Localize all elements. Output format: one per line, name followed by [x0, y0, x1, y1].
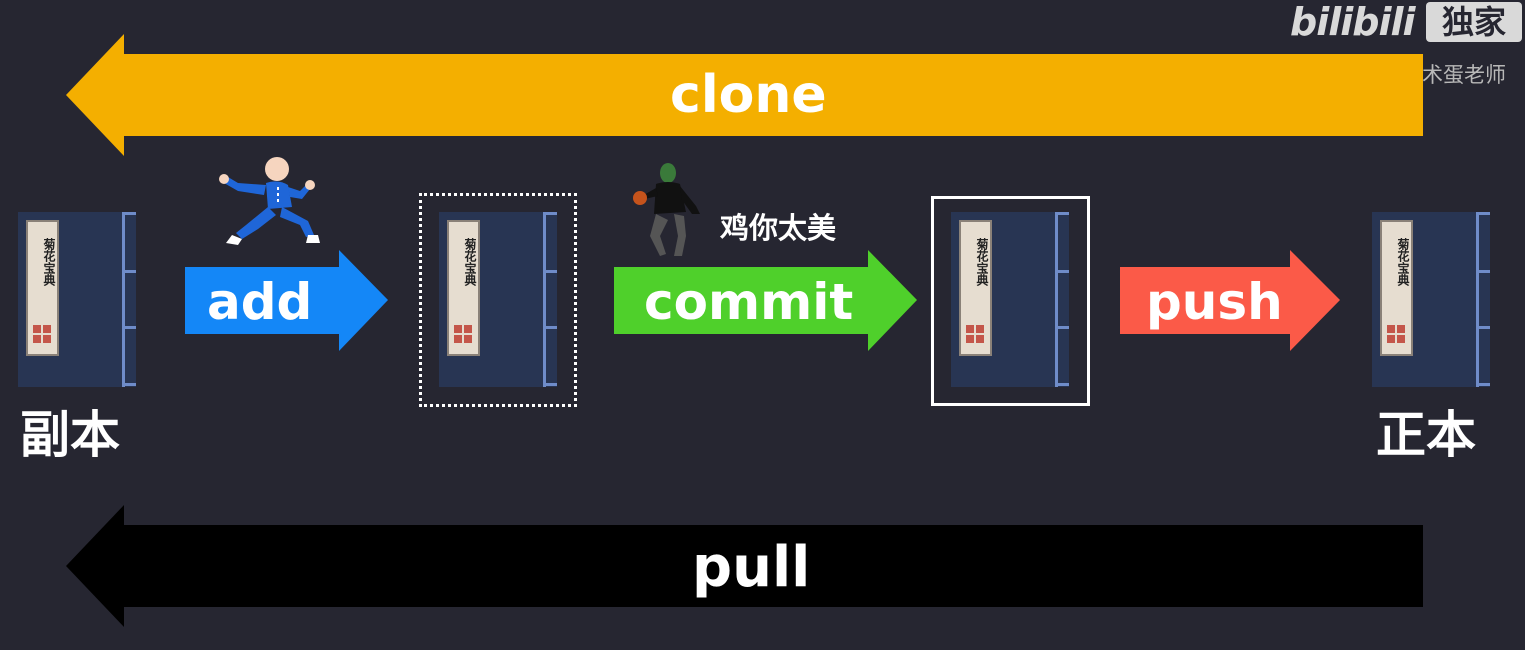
- push-arrow-shape: [1120, 250, 1340, 351]
- clone-arrow: clone: [66, 34, 1426, 156]
- exclusive-badge: 独家: [1426, 2, 1522, 42]
- book-title: 菊花宝典: [1396, 238, 1410, 286]
- push-label: push: [1146, 273, 1283, 331]
- book-title: 菊花宝典: [42, 238, 56, 286]
- basketball-player-icon: [633, 163, 700, 256]
- pull-arrow-shape: [66, 505, 1423, 627]
- pull-arrow: pull: [66, 505, 1426, 627]
- book-icon: 菊花宝典: [18, 212, 136, 387]
- book-title: 菊花宝典: [975, 238, 989, 286]
- push-arrow: push: [1120, 250, 1342, 351]
- add-arrow: add: [185, 250, 390, 351]
- clone-label: clone: [670, 65, 827, 125]
- repository-frame: [931, 196, 1090, 406]
- add-label: add: [207, 273, 313, 331]
- commit-arrow-shape: [614, 250, 917, 351]
- staging-frame: [419, 193, 577, 407]
- book-title: 菊花宝典: [463, 238, 477, 286]
- clone-arrow-shape: [66, 34, 1423, 156]
- bilibili-logo: bilibili: [1290, 0, 1416, 44]
- book-icon: 菊花宝典: [1372, 212, 1490, 387]
- add-arrow-shape: [185, 250, 388, 351]
- commit-arrow: commit: [614, 250, 919, 351]
- commit-label: commit: [644, 273, 854, 331]
- remote-master-label: 正本: [1376, 406, 1476, 464]
- book-icon: 菊花宝典: [439, 212, 557, 387]
- local-copy-label: 副本: [20, 406, 120, 464]
- kungfu-figure-icon: [219, 157, 320, 245]
- book-icon: 菊花宝典: [951, 212, 1069, 387]
- pull-label: pull: [692, 535, 811, 600]
- caption: 鸡你太美: [720, 211, 837, 245]
